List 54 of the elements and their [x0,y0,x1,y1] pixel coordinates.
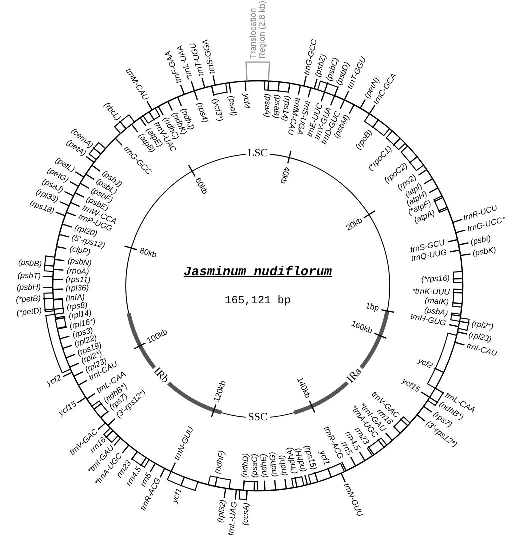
gene-label: (rps4) [194,102,209,124]
gene-label: (rps11) [66,276,91,285]
gene-label: trnI-CAU [465,342,498,358]
gene-label: (ccsA) [241,502,251,526]
region-label: IRb [150,364,172,388]
gene-label: (ndhG) [268,452,279,478]
gene-label: (rpl2*) [471,320,494,332]
gene-label: ycf4 [242,94,252,110]
gene-label: ycf15 [400,376,422,394]
gene-label: (rpl23) [468,330,493,344]
region-label: SSC [246,412,270,424]
gene-label: (ndhI) [278,454,289,477]
scale-label: 120kb [213,380,228,404]
gene-label: (psaB) [272,94,282,119]
gene-label: (ndhF) [214,450,227,475]
gene-label: (infA) [66,293,86,303]
gene-label: (psbZ) [314,54,328,78]
region-label: IRa [344,365,366,388]
gene-label: (psbI) [470,234,492,247]
gene-label: *trnK-UUU [412,287,450,297]
gene-label: ycf2 [417,357,434,371]
gene-label: (psbN) [67,257,92,268]
gene-label: (ndhE) [260,454,269,478]
gene-label: (*petB) [16,295,42,305]
gene-label: (ndhD) [240,452,250,478]
region-label: LSC [246,148,270,160]
gene-label: (ycf3*) [210,98,224,122]
gene-label: ycf1 [171,487,184,504]
genome-length: 165,121 bp [225,296,291,308]
species-name: Jasminum nudiflorum [184,266,332,278]
gene-label: (rpoA) [66,266,90,276]
scale-label: 80kb [138,247,158,260]
gene-label: trnL-UAG [228,501,240,536]
gene-label: ycf2 [46,374,64,388]
gene-label: (psbT) [18,272,42,280]
gene-label: (psbB) [18,258,42,270]
scale-label: 1bp [364,303,380,314]
gene-label: (rpl36) [66,284,90,294]
gene-label: (matK) [425,296,450,307]
gene-label: (psbH) [16,284,42,292]
scale-label: 160kb [350,320,374,336]
scale-label: 40kb [279,166,292,184]
scale-label: 140kb [296,376,312,400]
gene-label: (rpl32) [216,500,228,524]
scale-label: 60kb [193,177,209,196]
gene-label: (*rps16) [421,275,450,284]
gene-label: (psaI) [227,95,238,117]
gene-label: (psaC) [250,454,260,478]
scale-label: 20kb [344,216,364,232]
annotation-text: Translocation Region (2.8 kb) [249,0,267,59]
gene-label: (psbK) [472,246,496,258]
gene-label: (psaA) [262,94,272,118]
gene-label: (*petD) [16,306,43,318]
scale-label: 100kb [146,328,170,346]
